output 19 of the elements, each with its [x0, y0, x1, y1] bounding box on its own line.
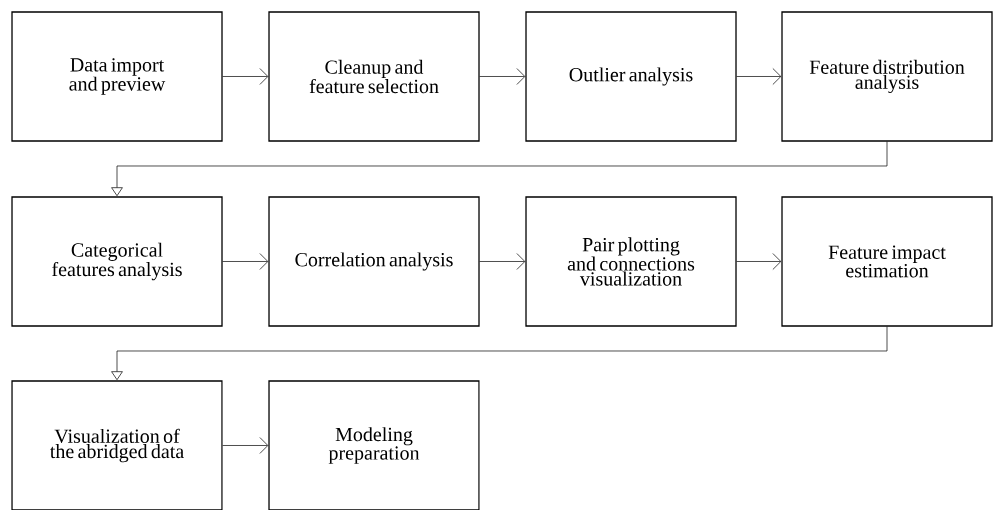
process-box: Feature impact estimation	[781, 196, 993, 327]
process-box: Outlier analysis	[525, 11, 737, 142]
arrow	[111, 141, 888, 197]
arrow	[479, 253, 526, 270]
process-box: Correlation analysis	[268, 196, 480, 327]
arrow	[111, 326, 888, 381]
process-box: Visualization of the abridged data	[11, 380, 223, 510]
arrow	[222, 437, 269, 454]
arrow	[222, 253, 269, 270]
process-box: Cleanup and feature selection	[268, 11, 480, 142]
process-box: Feature distribution analysis	[781, 11, 993, 142]
arrow	[222, 68, 269, 85]
process-box: Categorical features analysis	[11, 196, 223, 327]
process-box: Pair plotting and connections visualization	[525, 196, 737, 327]
arrow	[479, 68, 526, 85]
arrow	[736, 253, 782, 270]
process-box: Modeling preparation	[268, 380, 480, 510]
process-box: Data import and preview	[11, 11, 223, 142]
arrow	[736, 68, 782, 85]
